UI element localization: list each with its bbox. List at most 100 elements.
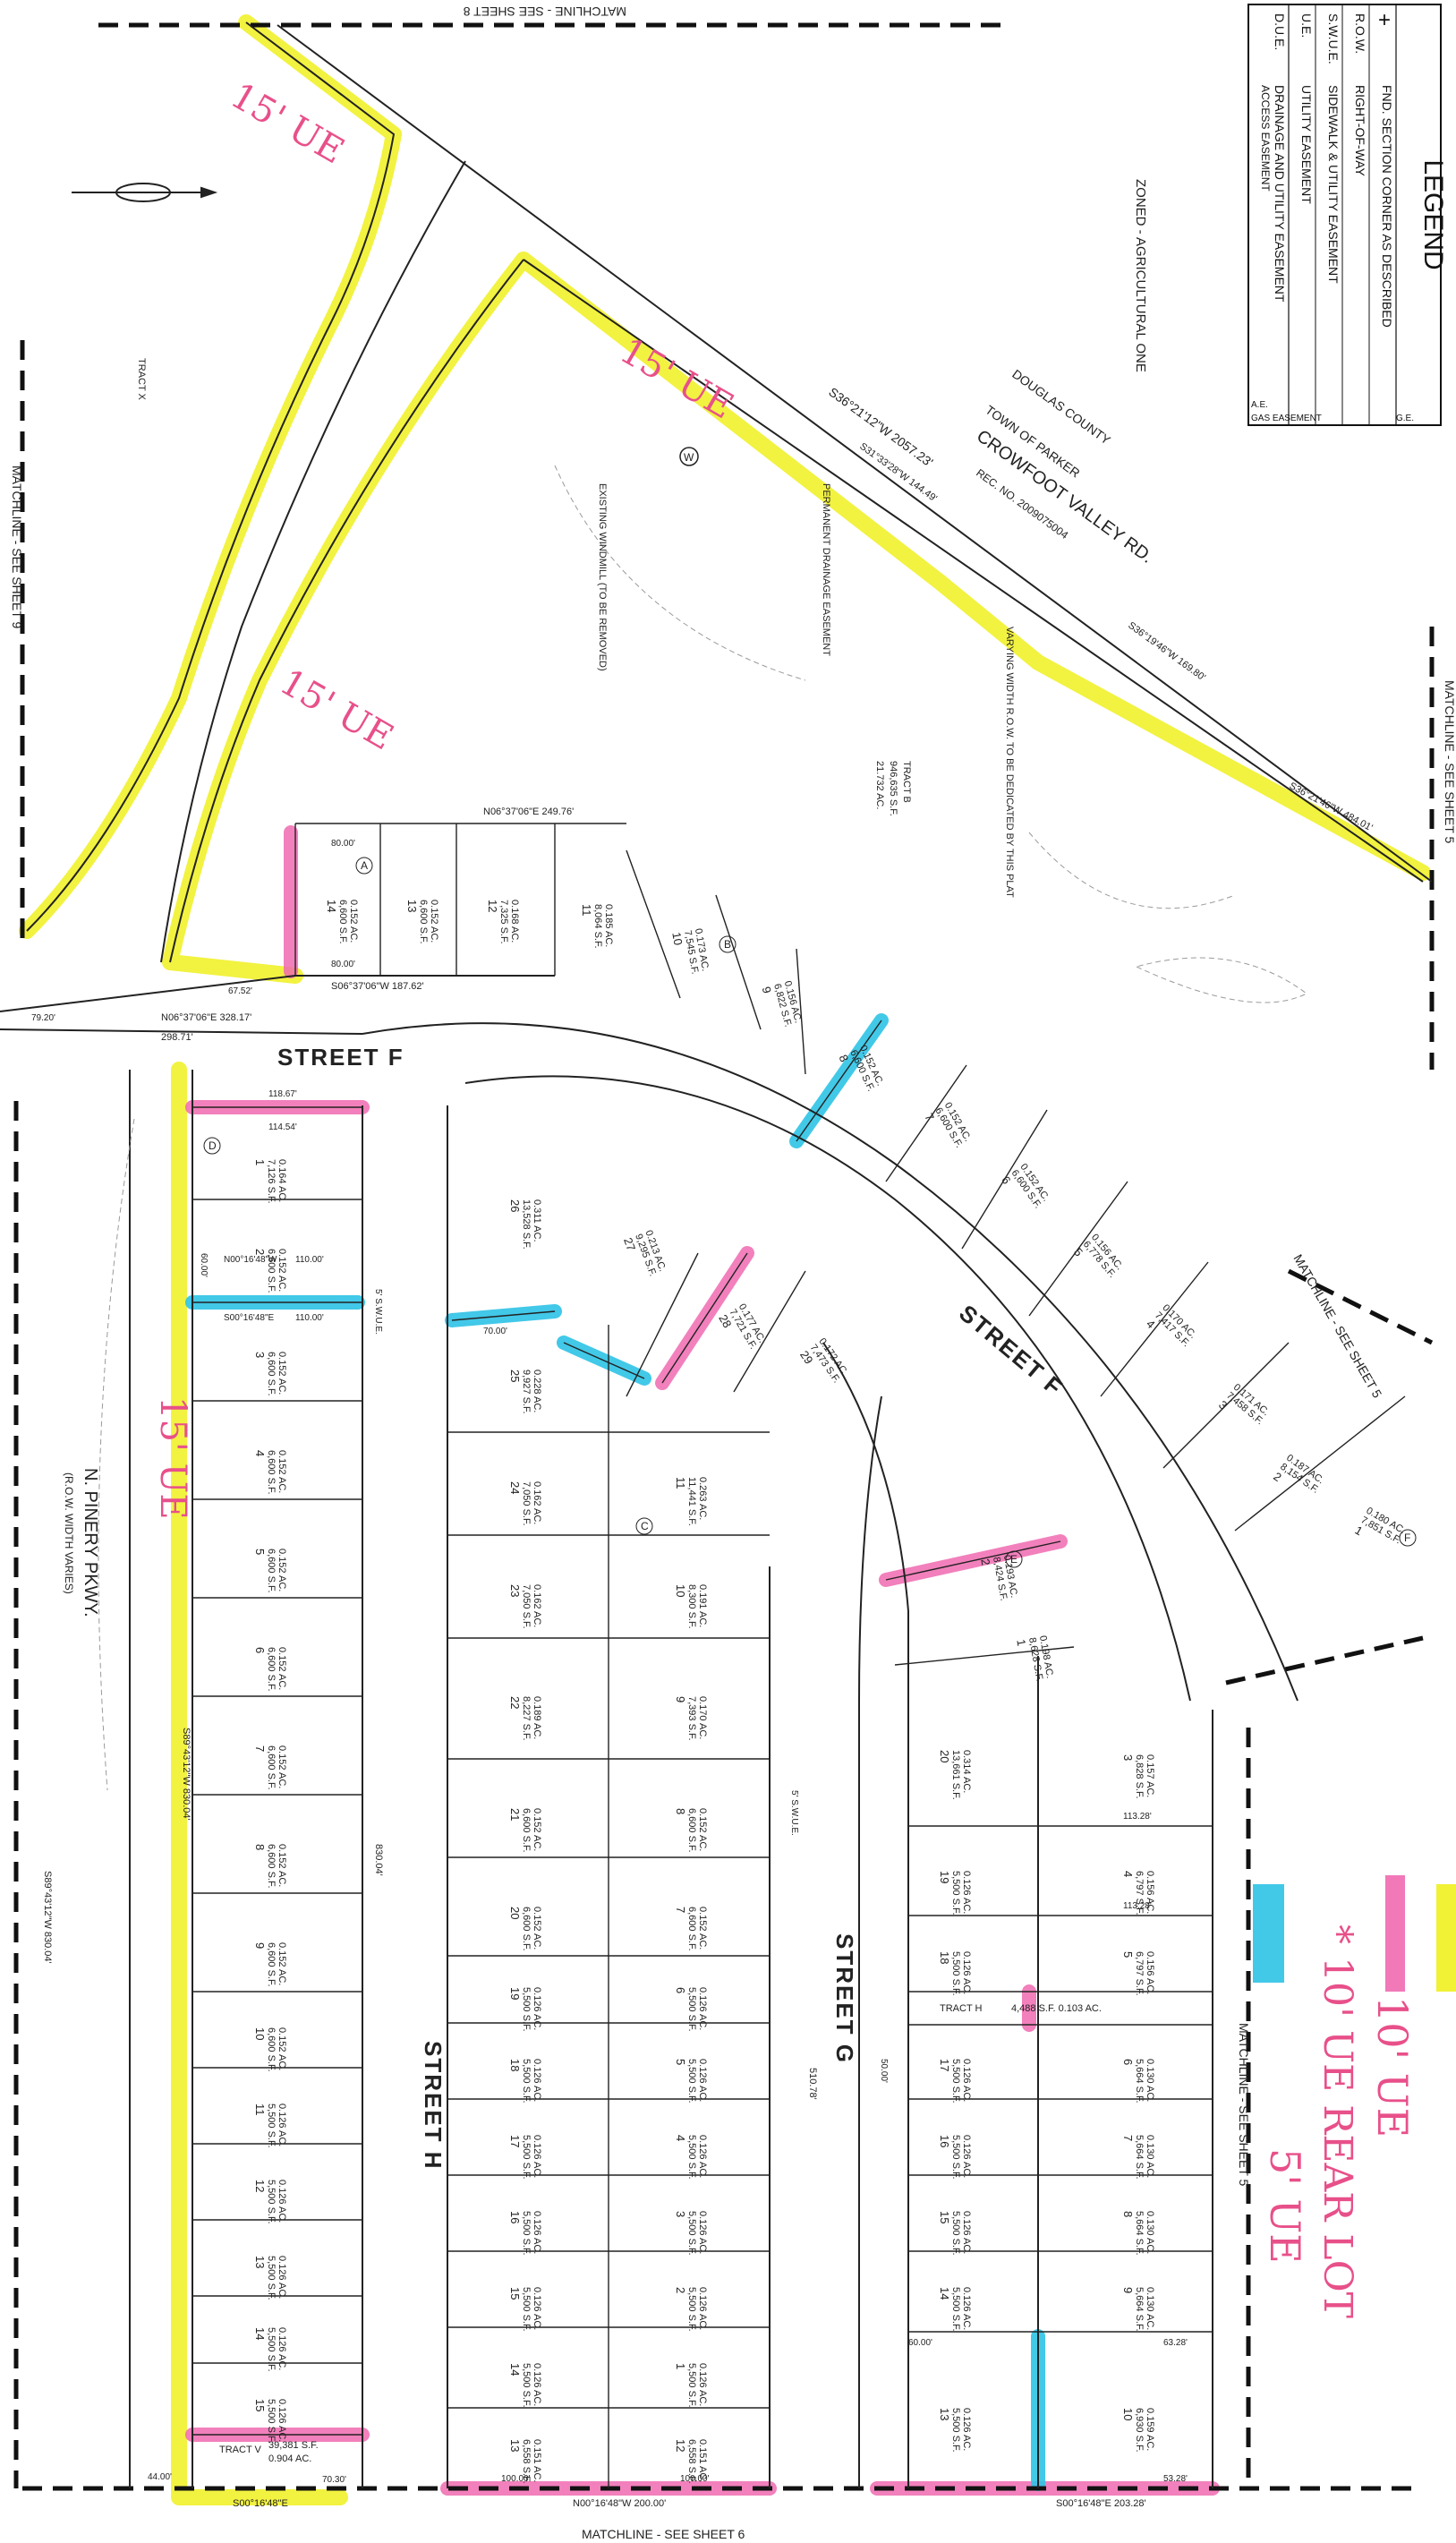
legend-item-4: DRAINAGE AND UTILITY EASEMENT [1273,85,1287,303]
bearing-street-f-top: N06°37'06"E 249.76' [483,806,574,817]
svg-text:5: 5 [253,1549,267,1555]
svg-text:0.126 AC.: 0.126 AC. [697,2135,708,2178]
svg-text:5,500 S.F.: 5,500 S.F. [950,2059,961,2104]
lot-label: 18,628 S.F.0.198 AC. [1014,1634,1055,1682]
tract-b-label: TRACT B [901,761,912,803]
svg-text:0.152 AC.: 0.152 AC. [532,1907,542,1950]
yellow-easement-pinery [171,1062,348,2505]
svg-text:0.168 AC.: 0.168 AC. [509,900,520,943]
bearing-street-f-north: N06°37'06"E 328.17' [161,1012,251,1023]
tract-x-outer-curve [26,21,396,932]
svg-text:0.157 AC.: 0.157 AC. [1145,1754,1155,1797]
matchline-top-label: MATCHLINE - SEE SHEET 8 [463,4,626,19]
contour-lines [98,465,1307,1791]
dim-100a: 100.00' [501,2474,531,2484]
svg-text:13: 13 [253,2256,267,2268]
svg-text:5,500 S.F.: 5,500 S.F. [686,2135,697,2180]
svg-text:0.126 AC.: 0.126 AC. [961,2211,972,2254]
bearing-street-h-len: 830.04' [373,1844,384,1876]
svg-text:13: 13 [938,2408,951,2420]
svg-text:20: 20 [508,1907,522,1919]
svg-text:17: 17 [938,2059,951,2071]
dim-80b: 80.00' [331,960,355,969]
svg-text:9: 9 [1121,2287,1135,2293]
lot-label: 287,721 S.F.0.177 AC. [716,1302,767,1352]
svg-text:5,664 S.F.: 5,664 S.F. [1134,2287,1145,2332]
svg-text:2: 2 [253,1249,267,1255]
svg-text:6,600 S.F.: 6,600 S.F. [266,1942,277,1987]
matchline-left-label: MATCHLINE - SEE SHEET 9 [10,465,24,629]
legend-abbr-5: A.E. [1251,400,1268,410]
svg-text:0.130 AC.: 0.130 AC. [1145,2135,1155,2178]
svg-text:0.151 AC.: 0.151 AC. [532,2439,542,2482]
svg-text:14: 14 [508,2363,522,2376]
svg-text:6,600 S.F.: 6,600 S.F. [266,1844,277,1889]
tract-x-label: TRACT X [136,358,147,401]
svg-text:10: 10 [1121,2408,1135,2420]
legend-item-1: RIGHT-OF-WAY [1353,85,1367,177]
legend-abbr-2: S.W.U.E. [1326,13,1341,64]
svg-text:0.191 AC.: 0.191 AC. [697,1584,708,1627]
svg-text:6,600 S.F.: 6,600 S.F. [266,1352,277,1396]
svg-text:11: 11 [580,904,593,917]
dim-50a: 50.00' [879,2059,889,2083]
road-labels: ZONED - AGRICULTURAL ONE DOUGLAS COUNTY … [63,179,1156,2171]
svg-text:5,500 S.F.: 5,500 S.F. [686,2287,697,2332]
svg-text:0.152 AC.: 0.152 AC. [277,1549,287,1592]
svg-text:12: 12 [486,900,499,912]
svg-text:14: 14 [938,2287,951,2300]
svg-text:0.152 AC.: 0.152 AC. [277,1249,287,1292]
svg-text:8,300 S.F.: 8,300 S.F. [686,1584,697,1629]
svg-text:6,828 S.F.: 6,828 S.F. [1134,1754,1145,1799]
svg-text:6,558 S.F.: 6,558 S.F. [521,2439,532,2484]
matchline-right-middle-label: MATCHLINE - SEE SHEET 5 [1290,1252,1384,1401]
block-markers: A B C D E F [203,857,1417,1568]
legend-item-2: SIDEWALK & UTILITY EASEMENT [1326,85,1341,284]
svg-text:9,927 S.F.: 9,927 S.F. [521,1370,532,1414]
svg-text:8,227 S.F.: 8,227 S.F. [521,1696,532,1741]
svg-text:1: 1 [253,1159,267,1165]
lot-label: 279,295 S.F.0.213 AC. [621,1229,668,1278]
drainage-note: PERMANENT DRAINAGE EASEMENT [821,483,831,656]
svg-text:0.126 AC.: 0.126 AC. [277,2399,287,2442]
inner-curve [169,259,524,963]
lots-curve: 18,628 S.F.0.198 AC. 28,424 S.F.0.193 AC… [978,1554,1055,1682]
svg-text:4: 4 [674,2135,687,2141]
annotation-ue15-4: 15' UE [152,1396,193,1520]
svg-text:7,050 S.F.: 7,050 S.F. [521,1481,532,1526]
bearing-bottom-2: S00°16'48"E 203.28' [1056,2498,1146,2509]
svg-text:5,500 S.F.: 5,500 S.F. [266,2104,277,2148]
svg-text:7: 7 [1121,2135,1135,2141]
tract-labels: TRACT B 946,635 S.F. 21.732 AC. TRACT H … [136,358,1102,2464]
legend-abbr-1: R.O.W. [1353,13,1367,54]
svg-text:6,600 S.F.: 6,600 S.F. [266,1647,277,1692]
svg-text:15: 15 [508,2287,522,2300]
svg-text:0.126 AC.: 0.126 AC. [277,2104,287,2146]
pinery-road-label: N. PINERY PKWY. [81,1468,100,1617]
svg-text:0.164 AC.: 0.164 AC. [277,1159,287,1202]
svg-text:6,600 S.F.: 6,600 S.F. [521,1808,532,1853]
svg-text:0.152 AC.: 0.152 AC. [532,1808,542,1851]
svg-text:5,500 S.F.: 5,500 S.F. [686,2363,697,2408]
svg-text:0.126 AC.: 0.126 AC. [697,1987,708,2030]
svg-text:10: 10 [669,931,685,946]
svg-text:0.126 AC.: 0.126 AC. [532,1987,542,2030]
svg-text:0.152 AC.: 0.152 AC. [277,1647,287,1690]
